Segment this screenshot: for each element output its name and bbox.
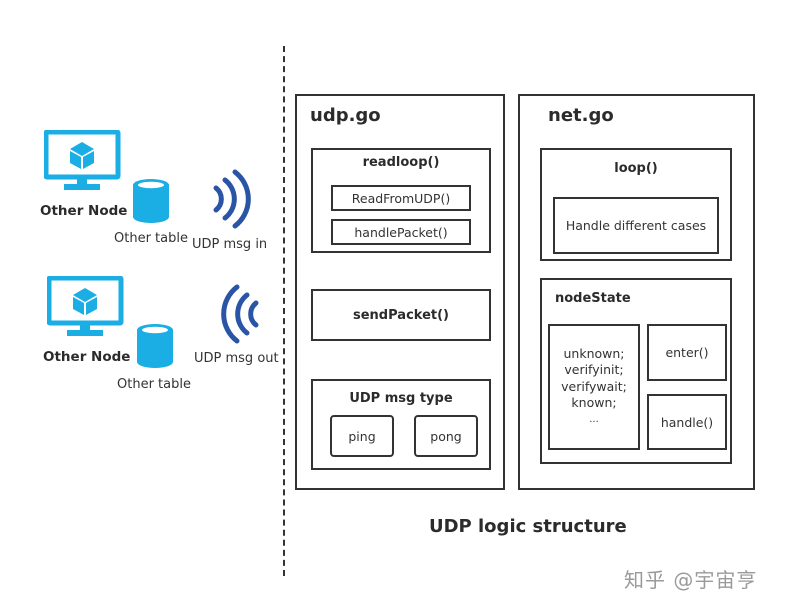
- readloop-title: readloop(): [362, 155, 440, 170]
- state-item: verifywait;: [561, 378, 627, 394]
- signal-out-icon: [221, 284, 259, 344]
- send-packet-box: sendPacket(): [311, 289, 491, 341]
- other-table-label: Other table: [114, 231, 188, 246]
- database-cylinder-icon: [137, 324, 173, 368]
- udp-msg-type-title: UDP msg type: [349, 391, 453, 406]
- state-item: ...: [589, 413, 599, 425]
- enter-method-box: enter(): [647, 324, 727, 381]
- read-from-udp-box: ReadFromUDP(): [331, 185, 471, 211]
- net-go-title: net.go: [548, 105, 614, 126]
- udp-msg-out-label: UDP msg out: [194, 351, 279, 366]
- other-node-in-group: Other Node Other table UDP msg in: [0, 0, 280, 260]
- udp-go-title: udp.go: [310, 105, 381, 126]
- other-node-label: Other Node: [40, 203, 128, 219]
- diagram-caption: UDP logic structure: [429, 516, 627, 537]
- net-go-panel: net.go loop() Handle different cases nod…: [518, 94, 755, 490]
- other-table-label: Other table: [117, 377, 191, 392]
- other-node-out-group: Other Node Other table UDP msg out: [0, 0, 280, 400]
- other-node-label: Other Node: [43, 349, 131, 365]
- readloop-box: readloop() ReadFromUDP() handlePacket(): [311, 148, 491, 253]
- watermark: 知乎 @宇宙亨: [624, 568, 758, 592]
- node-state-title: nodeState: [555, 291, 631, 306]
- dashed-divider: [283, 46, 285, 576]
- ping-box: ping: [330, 415, 394, 457]
- state-item: known;: [571, 395, 617, 411]
- computer-node-icon: [47, 276, 124, 336]
- loop-title: loop(): [614, 161, 658, 176]
- udp-msg-type-box: UDP msg type ping pong: [311, 379, 491, 470]
- udp-msg-in-label: UDP msg in: [192, 237, 268, 252]
- udp-go-panel: udp.go readloop() ReadFromUDP() handlePa…: [295, 94, 505, 490]
- computer-node-icon: [44, 130, 121, 190]
- handle-different-cases-box: Handle different cases: [553, 197, 719, 254]
- database-cylinder-icon: [133, 179, 169, 223]
- node-state-box: nodeState unknown; verifyinit; verifywai…: [540, 278, 732, 464]
- handle-method-box: handle(): [647, 394, 727, 450]
- loop-box: loop() Handle different cases: [540, 148, 732, 261]
- signal-in-icon: [213, 169, 251, 229]
- pong-box: pong: [414, 415, 478, 457]
- state-item: unknown;: [563, 345, 625, 361]
- state-item: verifyinit;: [564, 362, 624, 378]
- node-states-list-box: unknown; verifyinit; verifywait; known; …: [548, 324, 640, 450]
- handle-packet-box: handlePacket(): [331, 219, 471, 245]
